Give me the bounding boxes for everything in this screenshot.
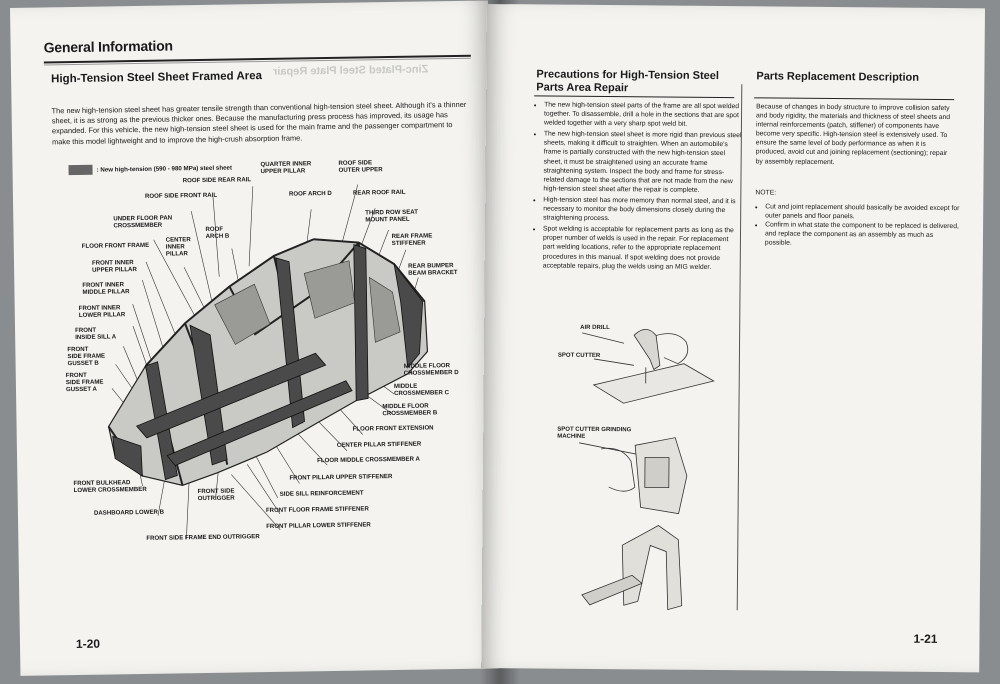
label-side-sill-reinforcement: SIDE SILL REINFORCEMENT bbox=[279, 489, 364, 498]
label-middle-floor-crossmember-b: MIDDLE FLOOR CROSSMEMBER B bbox=[382, 402, 438, 417]
label-dashboard-lower-b: DASHBOARD LOWER B bbox=[93, 508, 165, 517]
label-roof-side-rear-rail: ROOF SIDE REAR RAIL bbox=[182, 176, 252, 185]
label-front-side-frame-gusset-b: FRONT SIDE FRAME GUSSET B bbox=[67, 345, 106, 367]
label-front-side-frame-gusset-a: FRONT SIDE FRAME GUSSET A bbox=[65, 371, 104, 393]
label-roof-side-front-rail: ROOF SIDE FRONT RAIL bbox=[144, 191, 218, 200]
page-number-left: 1-20 bbox=[75, 636, 101, 652]
label-third-row-seat-mount-panel: THIRD ROW SEAT MOUNT PANEL bbox=[365, 208, 419, 224]
label-rear-frame-stiffener: REAR FRAME STIFFENER bbox=[391, 232, 433, 247]
label-quarter-inner-upper-pillar: QUARTER INNER UPPER PILLAR bbox=[260, 160, 312, 175]
label-roof-arch-b: ROOF ARCH B bbox=[205, 225, 230, 240]
label-front-inner-middle-pillar: FRONT INNER MIDDLE PILLAR bbox=[82, 281, 130, 296]
label-roof-side-outer-upper: ROOF SIDE OUTER UPPER bbox=[338, 159, 383, 174]
label-rear-bumper-beam-bracket: REAR BUMPER BEAM BRACKET bbox=[408, 262, 458, 277]
label-rear-roof-rail: REAR ROOF RAIL bbox=[352, 188, 406, 197]
label-front-inner-upper-pillar: FRONT INNER UPPER PILLAR bbox=[91, 259, 137, 274]
label-air-drill: AIR DRILL bbox=[580, 324, 610, 332]
label-roof-arch-d: ROOF ARCH D bbox=[288, 189, 332, 198]
label-spot-cutter: SPOT CUTTER bbox=[557, 352, 601, 360]
label-middle-floor-crossmember-d: MIDDLE FLOOR CROSSMEMBER D bbox=[403, 362, 459, 377]
label-floor-front-frame: FLOOR FRONT FRAME bbox=[81, 241, 150, 250]
label-front-inner-lower-pillar: FRONT INNER LOWER PILLAR bbox=[78, 304, 126, 319]
label-center-pillar-stiffener: CENTER PILLAR STIFFENER bbox=[336, 440, 422, 449]
label-under-floor-pan-crossmember: UNDER FLOOR PAN CROSSMEMBER bbox=[113, 214, 173, 230]
label-floor-front-extension: FLOOR FRONT EXTENSION bbox=[352, 424, 434, 433]
label-front-inside-sill-a: FRONT INSIDE SILL A bbox=[75, 326, 117, 341]
repair-tools-illustrations bbox=[579, 329, 715, 611]
body-frame-illustration bbox=[107, 184, 429, 540]
label-middle-crossmember-c: MIDDLE CROSSMEMBER C bbox=[393, 382, 450, 397]
label-front-bulkhead-lower-crossmember: FRONT BULKHEAD LOWER CROSSMEMBER bbox=[73, 479, 147, 494]
page-number-right: 1-21 bbox=[913, 631, 938, 646]
left-page: General Information High-Tension Steel S… bbox=[10, 0, 499, 676]
label-spot-cutter-grinding-machine: SPOT CUTTER GRINDING MACHINE bbox=[557, 426, 632, 440]
right-page: Precautions for High-Tension Steel Parts… bbox=[481, 4, 985, 673]
label-front-side-outrigger: FRONT SIDE OUTRIGGER bbox=[197, 487, 235, 502]
label-center-inner-pillar: CENTER INNER PILLAR bbox=[165, 236, 191, 258]
